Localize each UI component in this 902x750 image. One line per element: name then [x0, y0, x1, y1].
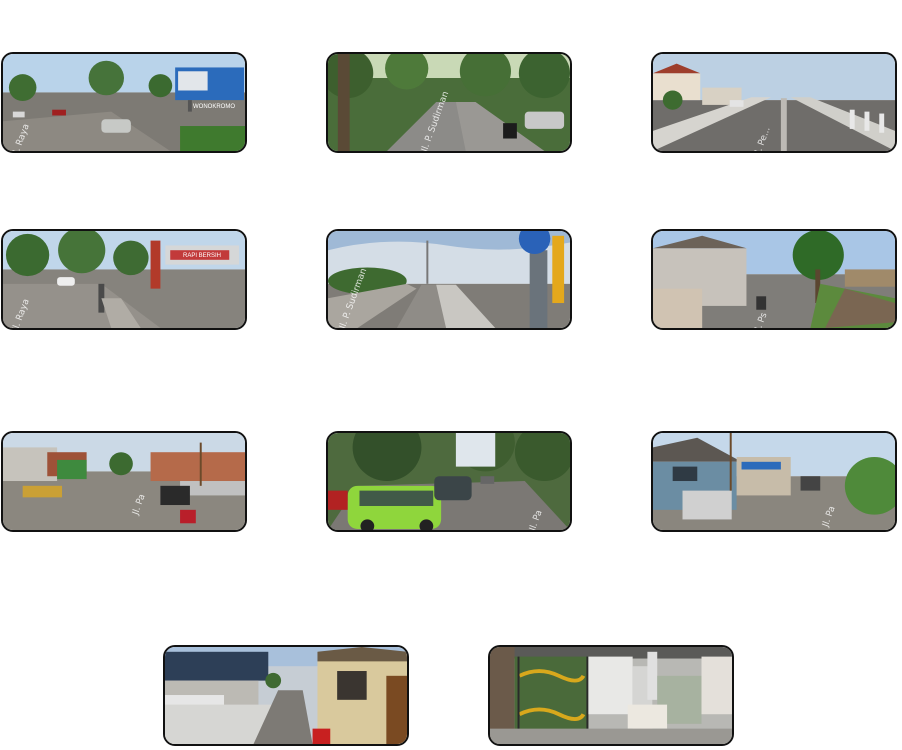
street-photo-9: Jl. Pa — [651, 431, 897, 532]
street-photo-8: Jl. Pa — [326, 431, 572, 532]
street-photo-7: Jl. Pa — [1, 431, 247, 532]
street-photo-3: Jl. Pe... — [651, 52, 897, 153]
street-photo-6: Jl. Ps — [651, 229, 897, 330]
street-photo-2: Jl. P. Sudirman — [326, 52, 572, 153]
street-photo-10 — [163, 645, 409, 746]
billboard-text: WONOKROMO — [193, 104, 235, 110]
billboard-text: RAPI BERSIH — [183, 253, 222, 259]
street-photo-1: Jl. Raya WONOKROMO — [1, 52, 247, 153]
street-photo-11 — [488, 645, 734, 746]
street-photo-4: Jl. Raya RAPI BERSIH — [1, 229, 247, 330]
street-photo-5: Jl. P. Sudirman — [326, 229, 572, 330]
